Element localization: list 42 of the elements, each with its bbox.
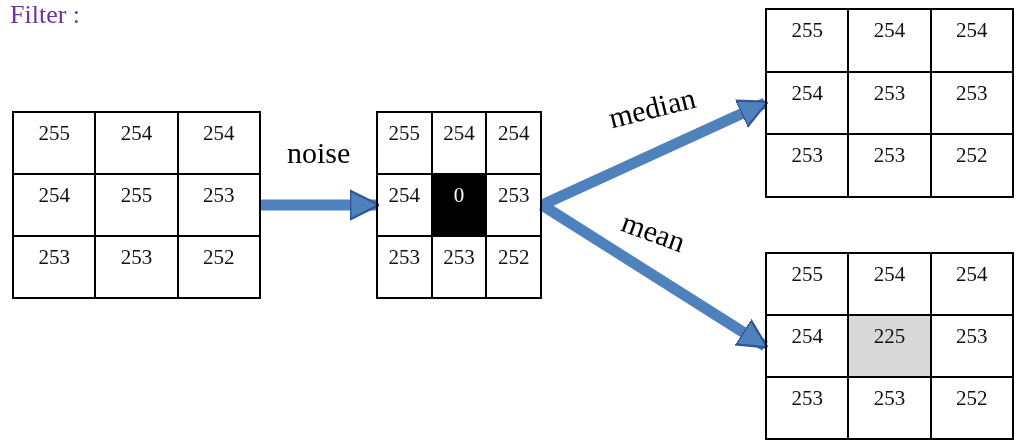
grid-cell: 252 bbox=[486, 236, 541, 298]
grid-cell: 253 bbox=[377, 236, 432, 298]
grid-cell: 254 bbox=[95, 112, 178, 174]
grid-cell: 254 bbox=[930, 253, 1013, 315]
grid-cell: 253 bbox=[95, 236, 178, 298]
grid-cell: 254 bbox=[431, 112, 487, 174]
grid-cell: 252 bbox=[930, 134, 1013, 197]
grid-cell: 252 bbox=[930, 377, 1013, 439]
grid-cell: 253 bbox=[930, 71, 1013, 135]
grid-cell: 253 bbox=[766, 134, 849, 197]
grid-cell: 253 bbox=[930, 315, 1013, 377]
grid-cell: 254 bbox=[486, 112, 541, 174]
title: Filter : bbox=[10, 0, 81, 30]
grid-cell: 254 bbox=[177, 112, 260, 174]
grid-cell: 254 bbox=[766, 71, 849, 135]
grid-cell: 225 bbox=[848, 315, 931, 377]
grid-cell: 254 bbox=[13, 174, 96, 236]
grid-cell: 255 bbox=[95, 174, 178, 236]
grid-cell: 253 bbox=[766, 377, 849, 439]
grid-cell: 252 bbox=[177, 236, 260, 298]
grid-cell: 253 bbox=[848, 377, 931, 439]
grid-cell: 255 bbox=[766, 253, 849, 315]
grid-cell: 253 bbox=[13, 236, 96, 298]
grid-cell: 253 bbox=[848, 134, 931, 197]
block-arrow bbox=[261, 189, 380, 221]
grid-cell: 255 bbox=[13, 112, 96, 174]
pixel-grid bbox=[12, 111, 261, 299]
pixel-grid bbox=[765, 252, 1014, 440]
grid-cell: 0 bbox=[431, 174, 487, 236]
grid-cell: 253 bbox=[486, 174, 541, 236]
grid-cell: 254 bbox=[377, 174, 432, 236]
grid-cell: 254 bbox=[848, 253, 931, 315]
grid-cell: 254 bbox=[848, 9, 931, 72]
pixel-grid bbox=[765, 8, 1014, 198]
grid-cell: 254 bbox=[766, 315, 849, 377]
grid-cell: 253 bbox=[848, 71, 931, 135]
grid-cell: 254 bbox=[930, 9, 1013, 72]
grid-cell: 253 bbox=[431, 236, 487, 298]
grid-cell: 253 bbox=[177, 174, 260, 236]
grid-cell: 255 bbox=[766, 9, 849, 72]
grid-cell: 255 bbox=[377, 112, 432, 174]
pixel-grid bbox=[376, 111, 542, 299]
